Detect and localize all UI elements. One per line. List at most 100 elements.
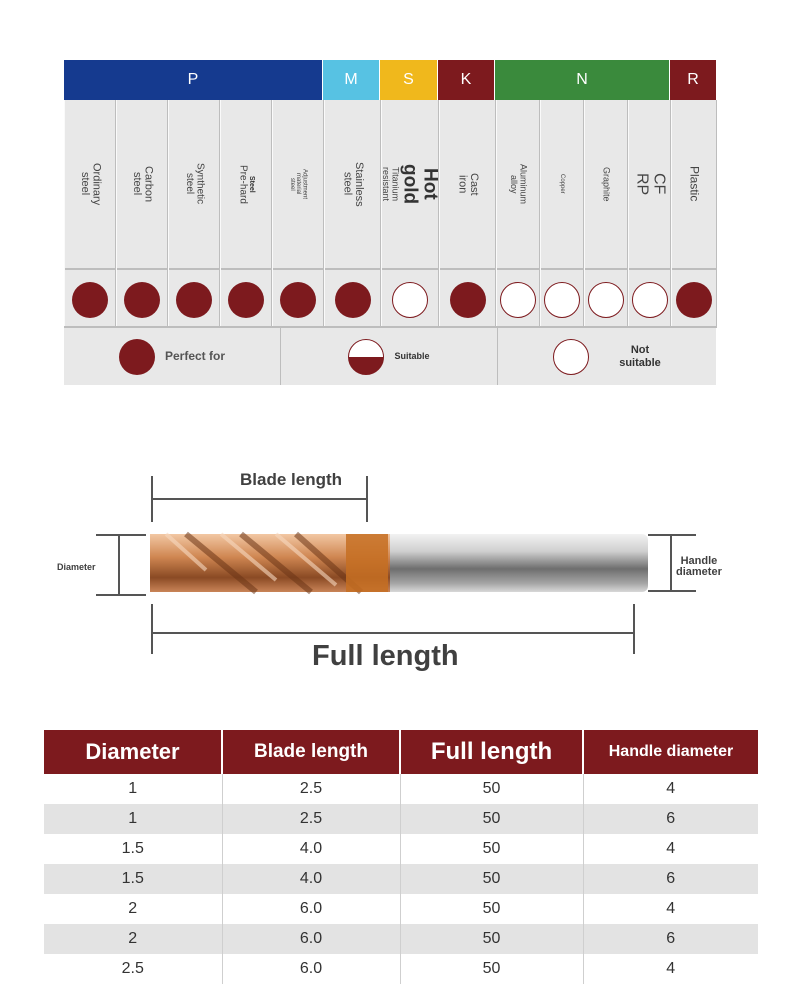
- material-label: Cast iron: [456, 172, 481, 196]
- table-cell: 6.0: [222, 894, 401, 924]
- group-header-m: M: [323, 60, 380, 100]
- header-handle-diameter: Handle diameter: [583, 730, 758, 774]
- rating-cell: [382, 268, 438, 330]
- handle-diameter-bottom-line: [648, 590, 696, 592]
- material-label: Aluminum alloy: [509, 163, 529, 204]
- group-header-r: R: [670, 60, 716, 100]
- table-cell: 4.0: [222, 864, 401, 894]
- table-cell: 4: [583, 774, 758, 804]
- handle-diameter-vertical-line: [670, 534, 672, 591]
- full-circle-icon: [449, 282, 486, 318]
- full-length-label: Full length: [312, 640, 459, 672]
- handle-diameter-label: Handle diameter: [676, 555, 722, 578]
- table-cell: 1: [44, 774, 223, 804]
- rating-cell: [169, 268, 219, 330]
- full-length-right-tick: [633, 604, 635, 654]
- header-diameter: Diameter: [44, 730, 223, 774]
- material-label: Adjustment material steel: [288, 168, 308, 199]
- group-header-k: K: [438, 60, 495, 100]
- full-circle-icon: [334, 282, 371, 318]
- table-cell: 2.5: [222, 774, 401, 804]
- rating-cell: [65, 268, 115, 330]
- legend-suitable: Suitable: [281, 328, 498, 385]
- material-label-cell: Ordinary steel: [65, 100, 115, 268]
- table-cell: 2.5: [44, 954, 223, 984]
- table-cell: 2.5: [222, 804, 401, 834]
- material-sublabel: Hot gold: [399, 163, 441, 205]
- full-length-line: [151, 632, 634, 634]
- empty-circle-icon: [392, 282, 428, 318]
- diameter-label: Diameter: [57, 562, 96, 572]
- material-column-copper: Copper: [540, 100, 584, 328]
- diameter-top-line: [96, 534, 146, 536]
- table-cell: 6.0: [222, 954, 401, 984]
- legend-perfect-label: Perfect for: [164, 348, 226, 363]
- table-header-row: Diameter Blade length Full length Handle…: [44, 730, 758, 774]
- material-label-cell: Copper: [541, 100, 583, 268]
- rating-cell: [672, 268, 716, 330]
- material-label-cell: Synthetic steel: [169, 100, 219, 268]
- legend-perfect: Perfect for: [64, 328, 281, 385]
- full-circle-icon: [676, 282, 712, 318]
- diameter-vertical-line: [118, 534, 120, 595]
- material-label: Graphite: [601, 166, 612, 202]
- rating-cell: [273, 268, 323, 330]
- diameter-bottom-line: [96, 594, 146, 596]
- material-sublabel: Steel: [247, 175, 255, 193]
- full-circle-icon: [228, 282, 264, 318]
- end-mill-image: [150, 531, 648, 595]
- full-circle-icon: [176, 282, 212, 318]
- full-length-left-tick: [151, 604, 153, 654]
- table-cell: 6: [583, 804, 758, 834]
- material-column-stainless-steel: Stainless steel: [324, 100, 381, 328]
- table-cell: 50: [400, 774, 584, 804]
- material-label: Stainless steel: [341, 161, 366, 207]
- material-label-cell: Plastic: [672, 100, 716, 268]
- material-column-synthetic-steel: Synthetic steel: [168, 100, 220, 328]
- rating-cell: [117, 268, 167, 330]
- legend-not-suitable-label: Not suitable: [619, 344, 661, 369]
- table-cell: 4.0: [222, 834, 401, 864]
- group-header-s: S: [380, 60, 438, 100]
- rating-cell: [440, 268, 495, 330]
- rating-cell: [497, 268, 539, 330]
- table-cell: 50: [400, 954, 584, 984]
- legend: Perfect for Suitable Not suitable: [64, 326, 716, 385]
- table-cell: 4: [583, 834, 758, 864]
- material-column-graphite: Graphite: [584, 100, 628, 328]
- rating-cell: [541, 268, 583, 330]
- rating-cell: [325, 268, 380, 330]
- table-cell: 6: [583, 864, 758, 894]
- rating-cell: [585, 268, 627, 330]
- material-label: Carbon steel: [131, 165, 155, 203]
- rating-cell: [629, 268, 670, 330]
- material-column-plastic: Plastic: [671, 100, 717, 328]
- table-cell: 1.5: [44, 864, 223, 894]
- material-label: CF RP: [633, 172, 668, 196]
- full-circle-icon: [124, 282, 160, 318]
- material-column-cast-iron: Cast iron: [439, 100, 496, 328]
- material-column-aluminum-alloy: Aluminum alloy: [496, 100, 540, 328]
- header-blade-length: Blade length: [222, 730, 401, 774]
- group-header-n: N: [495, 60, 670, 100]
- material-label: Copper: [559, 174, 566, 194]
- table-cell: 50: [400, 894, 584, 924]
- blade-length-line: [151, 498, 367, 500]
- material-label-cell: CF RP: [629, 100, 670, 268]
- blade-length-label: Blade length: [240, 470, 343, 489]
- full-circle-icon: [280, 282, 316, 318]
- material-label: Titanium resistant: [381, 166, 401, 202]
- material-column-cfrp: CF RP: [628, 100, 671, 328]
- material-label-cell: Cast iron: [440, 100, 495, 268]
- material-label-cell: Aluminum alloy: [497, 100, 539, 268]
- material-label: Synthetic steel: [184, 163, 206, 205]
